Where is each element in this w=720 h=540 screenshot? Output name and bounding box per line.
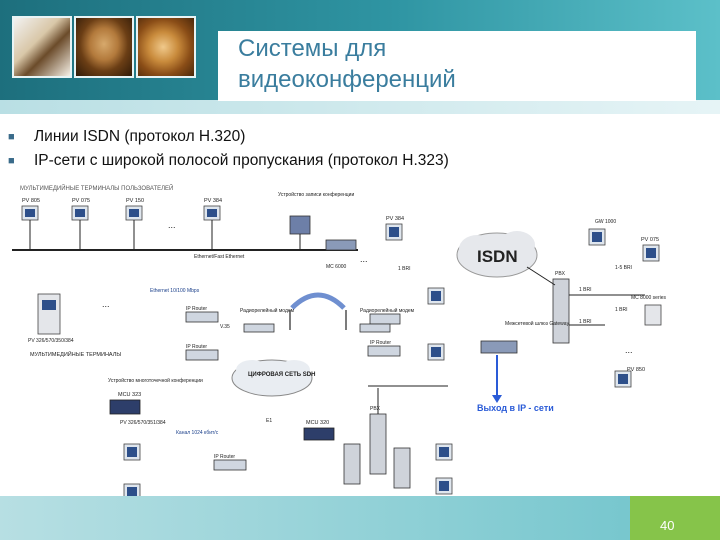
pv-list-label: PV 326/570/350/384 [28, 338, 74, 344]
mc6000-device: MC 6000 [325, 239, 357, 270]
router-b: IP Router [185, 344, 219, 361]
router-e: IP Router [213, 454, 247, 471]
radio-left-label: Радиорелейный модем [240, 307, 295, 314]
channel-label: Канал 1024 кбит/с [176, 430, 219, 436]
pbx-main: PBX [552, 271, 570, 344]
footer-band [0, 496, 720, 540]
page-number: 40 [660, 518, 675, 533]
terminal-pv805: PV 805 [21, 198, 40, 221]
gateway-label: Межсетевой шлюз Gateway [505, 320, 570, 327]
ethernet-label: Ethernet/Fast Ethernet [194, 254, 245, 260]
record-label: Устройство записи конференции [278, 191, 354, 198]
bullet-text: Линии ISDN (протокол H.320) [34, 128, 246, 145]
router-d [369, 313, 401, 325]
router-a-label: IP Router [186, 306, 207, 312]
label-pv075: PV 075 [72, 198, 90, 204]
bullet-item: ■ Линии ISDN (протокол H.320) [8, 125, 449, 149]
e1-label: E1 [266, 418, 272, 424]
router-a: IP Router [185, 306, 219, 323]
ellipsis-3: ... [102, 299, 110, 309]
v35-label: V.35 [220, 324, 230, 330]
tower-server: PV 326/570/350/384 [28, 293, 74, 344]
label-pv075b: PV 075 [641, 237, 659, 243]
mouse-photo [74, 16, 134, 78]
label-pv384b: PV 384 [386, 216, 404, 222]
bri-e-label: 1-5 BRI [615, 265, 632, 271]
terminal-pv075: PV 075 [71, 198, 90, 221]
bullet-item: ■ IP-сети с широкой полосой пропускания (… [8, 149, 449, 173]
ip-exit-label: Выход в IP - сети [477, 403, 554, 413]
mcu323-label: MCU 323 [118, 392, 141, 398]
pbx-stack-b [343, 443, 361, 485]
terminal-pv850: PV 850 [614, 367, 645, 388]
pbx-main-label: PBX [555, 271, 566, 277]
bri-d-label: 1 BRI [615, 307, 628, 313]
terminal-pv384: PV 384 [203, 198, 222, 221]
ellipsis-4: ... [625, 345, 633, 355]
label-pv150: PV 150 [126, 198, 144, 204]
isdn-cloud: ISDN [456, 231, 538, 278]
shell-photo [136, 16, 196, 78]
link [526, 266, 556, 286]
title-box [218, 31, 696, 101]
exit-arrow-head [492, 395, 502, 403]
top-caption: МУЛЬТИМЕДИЙНЫЕ ТЕРМИНАЛЫ ПОЛЬЗОВАТЕЛЕЙ [20, 184, 173, 192]
terminal-right [435, 443, 453, 461]
bullet-text: IP-сети с широкой полосой пропускания (п… [34, 152, 449, 169]
router-c-label: IP Router [370, 340, 391, 346]
bullet-icon: ■ [8, 131, 15, 143]
footer-accent [630, 496, 720, 540]
sdh-label: ЦИФРОВАЯ СЕТЬ SDH [248, 372, 315, 378]
pbx-stack-c [393, 447, 411, 489]
gateway-device: Межсетевой шлюз Gateway [480, 320, 570, 354]
terminal-pv075b: PV 075 [641, 237, 660, 262]
gw-device: GW 1000 [588, 219, 616, 246]
bullet-icon: ■ [8, 155, 15, 167]
mc8000-label: MC 8000 series [631, 295, 667, 301]
isdn-label: ISDN [477, 247, 518, 266]
bullet-list: ■ Линии ISDN (протокол H.320) ■ IP-сети с … [8, 125, 449, 173]
mcu320-label: MCU 320 [306, 420, 329, 426]
header-strip [0, 100, 720, 114]
terminal-right [427, 287, 445, 305]
pbx-a-label: PBX [370, 406, 381, 412]
lower-terminal: PV 326/570/351/384 [120, 420, 166, 461]
terminal-right [427, 343, 445, 361]
label-pv384: PV 384 [204, 198, 222, 204]
network-diagram: МУЛЬТИМЕДИЙНЫЕ ТЕРМИНАЛЫ ПОЛЬЗОВАТЕЛЕЙ P… [8, 182, 463, 506]
multiterm-label: МУЛЬТИМЕДИЙНЫЕ ТЕРМИНАЛЫ [30, 350, 121, 358]
ellipsis-2: ... [360, 254, 368, 264]
mcu320-device: MCU 320 [303, 420, 335, 441]
terminal-top-right: PV 384 [385, 216, 404, 241]
mc8000-device: MC 8000 series [631, 295, 667, 326]
router-c: IP Router [367, 340, 401, 357]
bri-c-label: 1 BRI [579, 319, 592, 325]
title-line-1: Системы для [238, 35, 387, 62]
mcu-label: Устройство многоточечной конференции [108, 377, 203, 384]
label-pv850: PV 850 [627, 367, 645, 373]
title-line-2: видеоконференций [238, 66, 456, 93]
pen-photo [12, 16, 72, 78]
mcu323-device: Устройство многоточечной конференции MCU… [108, 377, 203, 415]
router-e-label: IP Router [214, 454, 235, 460]
pbx-stack-a: PBX [369, 406, 387, 475]
radio-link: Радиорелейный модем Радиорелейный модем [240, 292, 415, 333]
terminal-right [435, 477, 453, 495]
bri-b-label: 1 BRI [579, 287, 592, 293]
terminal-pv150: PV 150 [125, 198, 144, 221]
sdh-cloud: ЦИФРОВАЯ СЕТЬ SDH [231, 359, 315, 397]
slide-title: Системы для видеоконференций [238, 33, 456, 95]
mc6000-label: MC 6000 [326, 264, 347, 270]
radio-right-label: Радиорелейный модем [360, 307, 415, 314]
pv-list2-label: PV 326/570/351/384 [120, 420, 166, 426]
gw-label: GW 1000 [595, 219, 616, 225]
router-b-label: IP Router [186, 344, 207, 350]
isdn-diagram: ISDN GW 1000 PV 075 1-5 BRI PBX 1 BRI 1 … [456, 219, 667, 413]
ethernet-small-label: Ethernet 10/100 Mbps [150, 288, 200, 294]
label-pv805: PV 805 [22, 198, 40, 204]
bri-a-label: 1 BRI [398, 266, 411, 272]
ellipsis-1: ... [168, 220, 176, 230]
record-device: Устройство записи конференции [278, 191, 354, 235]
